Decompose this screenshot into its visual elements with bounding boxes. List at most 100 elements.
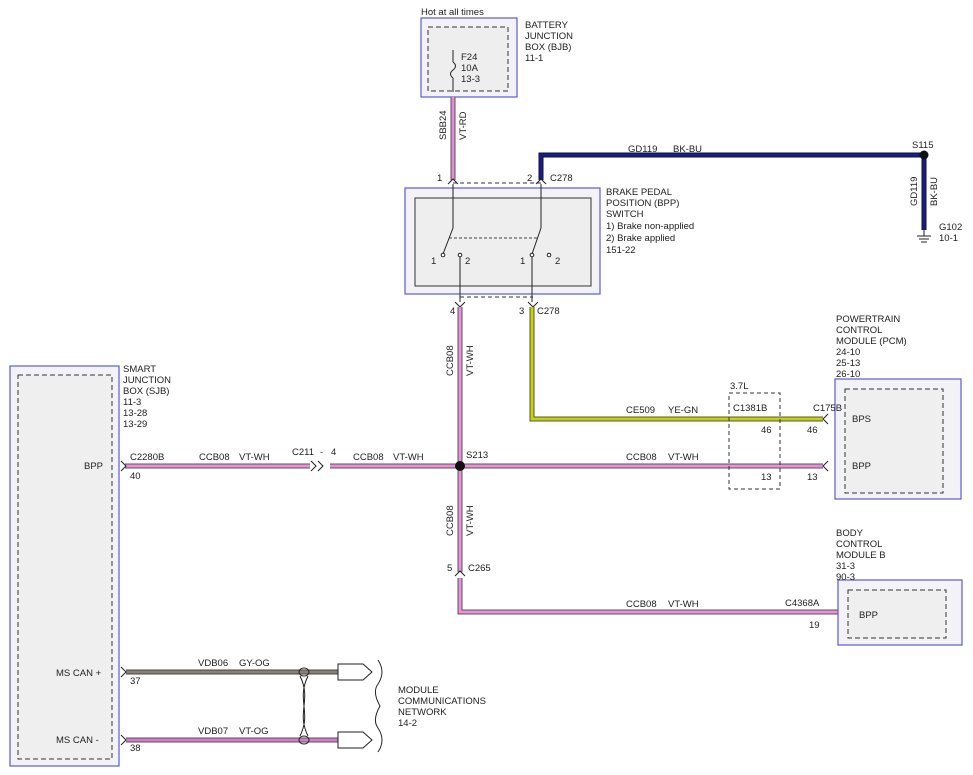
ce509-color: YE-GN (668, 405, 698, 416)
c211-name: C211 (292, 447, 314, 458)
splice-s115-dot (919, 150, 929, 160)
network-arrow-minus-icon (337, 731, 373, 749)
pcm-pin-bpp: BPP (852, 461, 871, 472)
gd119-top-circuit: GD119 (628, 144, 657, 155)
fuse-rating: 10A (461, 63, 479, 74)
sbb24-color: VT-RD (458, 111, 469, 140)
pcm-name-line-3: MODULE (PCM) (836, 336, 907, 347)
wire-gd119[interactable]: GD119 BK-BU GD119 BK-BU (538, 144, 940, 230)
switch-blade-2-icon (531, 227, 542, 255)
bcm-pin-bpp: BPP (859, 610, 878, 621)
body-control-module-b[interactable]: BPP C4368A 19 BODY CONTROL MODULE B 31-3… (785, 528, 963, 646)
vdb06-connector-icon (120, 666, 127, 678)
ccb08-sjb-color: VT-WH (239, 452, 270, 463)
network-brace-icon (374, 659, 383, 753)
bpp-legend-1: 1) Brake non-applied (606, 221, 694, 232)
ce509-circuit: CE509 (626, 405, 655, 416)
fuse-ref: 13-3 (461, 74, 480, 85)
network-arrow-plus-icon (337, 663, 373, 681)
c2280b-connector-icon (120, 460, 127, 472)
bcm-name-line-1: BODY (836, 528, 864, 539)
wire-ccb08-sjb[interactable]: CCB08 VT-WH CCB08 VT-WH (125, 452, 460, 469)
bcm-name-line-2: CONTROL (836, 539, 882, 550)
connector-c265[interactable]: 5 C265 (447, 563, 491, 577)
wire-ccb08-pcm[interactable]: CCB08 VT-WH (460, 452, 823, 469)
vdb06-circuit: VDB06 (198, 658, 228, 669)
splice-s213-label: S213 (466, 450, 488, 461)
bjb-name-line-3: BOX (BJB) (525, 42, 571, 53)
c211-male-icon (310, 460, 317, 472)
hot-at-all-times-label: Hot at all times (421, 7, 484, 18)
wire-ce509[interactable]: CE509 YE-GN (529, 307, 823, 422)
vdb06-color: GY-OG (239, 658, 270, 669)
c4368a-name: C4368A (785, 598, 820, 609)
gd119-vert-color: BK-BU (929, 177, 940, 206)
sw1-pos1: 1 (431, 256, 436, 267)
network-ref: 14-2 (398, 718, 417, 729)
vdb07-circuit: VDB07 (198, 726, 228, 737)
c2280b-pin: 40 (130, 471, 141, 482)
bpp-pin-2: 2 (527, 173, 532, 184)
bpp-pin2-connector-icon (535, 178, 547, 185)
module-communications-network[interactable]: MODULE COMMUNICATIONS NETWORK 14-2 (398, 685, 486, 729)
wire-vdb06[interactable]: 37 VDB06 GY-OG (120, 658, 338, 687)
bcm-name-line-3: MODULE B (836, 550, 886, 561)
bcm-ref-2: 90-3 (836, 572, 855, 583)
ccb08-bcm-color: VT-WH (668, 599, 699, 610)
network-name-line-1: MODULE (398, 685, 439, 696)
connector-c211[interactable]: C211 - 4 (292, 447, 336, 472)
wire-vdb07[interactable]: 38 VDB07 VT-OG (120, 726, 338, 754)
pcm-ref-3: 26-10 (836, 369, 860, 380)
c1381b-name: C1381B (733, 403, 767, 414)
wire-ccb08-bcm[interactable]: CCB08 VT-WH (457, 578, 838, 615)
engine-variant-label: 3.7L (730, 381, 749, 392)
ccb08-vert-bottom-circuit: CCB08 (445, 505, 456, 536)
battery-junction-box[interactable]: Hot at all times BATTERY JUNCTION BOX (B… (420, 7, 573, 98)
bpp-switch[interactable]: 1 2 1 2 1 2 C278 4 3 C278 BRAKE PEDAL PO… (404, 173, 694, 317)
c1381b-pin-top: 46 (761, 425, 772, 436)
sbb24-circuit: SBB24 (438, 110, 449, 140)
g102-ref: 10-1 (939, 233, 958, 244)
c1381b-pin-bottom: 13 (761, 472, 772, 483)
pcm-name-line-1: POWERTRAIN (836, 314, 900, 325)
c2280b-name: C2280B (130, 452, 164, 463)
ccb08-vert-bottom-color: VT-WH (465, 505, 476, 536)
pcm-bpp-connector-icon (822, 460, 829, 472)
sw2-pos1: 1 (520, 256, 525, 267)
bpp-pin1-connector-icon (447, 178, 459, 185)
bpp-pin-3: 3 (519, 306, 524, 317)
bpp-connector-bottom: C278 (537, 306, 560, 317)
c175b-pin-top: 46 (807, 425, 818, 436)
wire-ccb08-trunk[interactable]: CCB08 VT-WH CCB08 VT-WH (445, 307, 476, 572)
bpp-connector-top: C278 (550, 173, 573, 184)
twisted-pair-icon (298, 667, 310, 745)
connector-c1381b[interactable]: 3.7L C1381B 46 13 (728, 381, 781, 490)
vdb07-color: VT-OG (239, 726, 269, 737)
bpp-pin4-connector-icon (454, 301, 466, 308)
splice-s213-dot (455, 461, 465, 471)
g102-name: G102 (939, 222, 962, 233)
c211-pin: 4 (331, 447, 336, 458)
bjb-name-line-1: BATTERY (525, 20, 569, 31)
c265-connector-icon (454, 570, 466, 577)
sjb-ref-1: 11-3 (123, 397, 141, 408)
c4368a-pin: 19 (809, 620, 820, 631)
pcm-pin-bps: BPS (852, 414, 871, 425)
sjb-ref-2: 13-28 (123, 408, 147, 419)
smart-junction-box[interactable]: SMART JUNCTION BOX (SJB) 11-3 13-28 13-2… (9, 364, 171, 767)
vdb07-pin: 38 (130, 743, 141, 754)
ccb08-mid-circuit: CCB08 (353, 452, 384, 463)
pcm-ref-2: 25-13 (836, 358, 860, 369)
gd119-vert-circuit: GD119 (909, 177, 920, 206)
gd119-top-color: BK-BU (673, 144, 702, 155)
fuse-icon (450, 61, 456, 79)
sjb-ref-3: 13-29 (123, 419, 147, 430)
c211-dash: - (320, 447, 323, 458)
c265-name: C265 (468, 563, 491, 574)
bpp-name-line-2: POSITION (BPP) (606, 198, 679, 209)
bcm-ref-1: 31-3 (836, 561, 855, 572)
pcm-name-line-2: CONTROL (836, 325, 882, 336)
network-name-line-2: COMMUNICATIONS (398, 696, 486, 707)
powertrain-control-module[interactable]: BPS BPP C175B 46 13 POWERTRAIN CONTROL M… (807, 314, 962, 500)
wire-sbb24[interactable]: SBB24 VT-RD (438, 97, 469, 180)
